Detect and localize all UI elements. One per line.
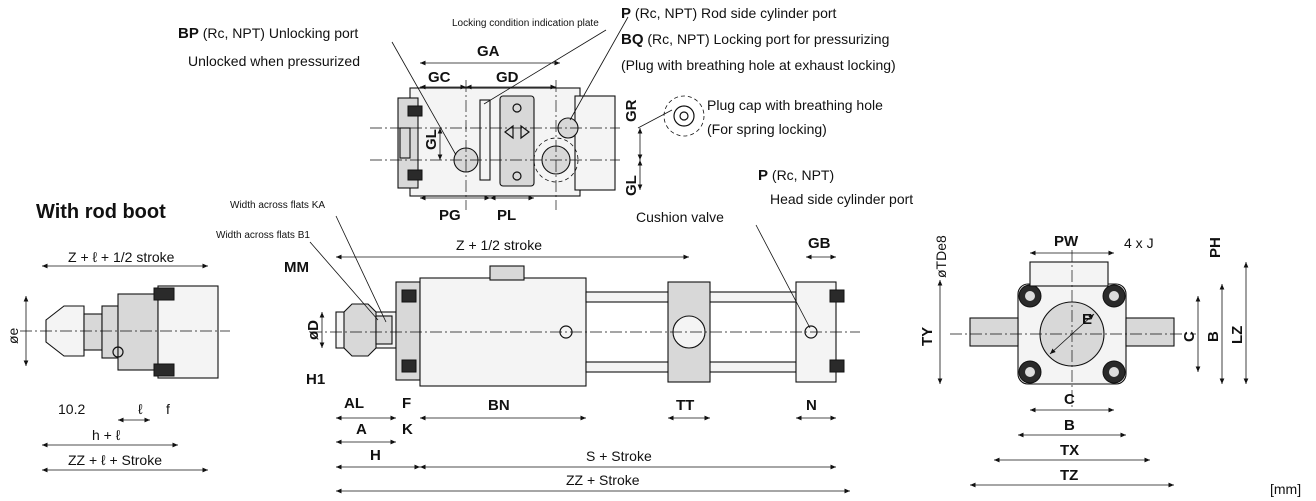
dim-pl: PL (497, 207, 516, 224)
dimension-lines (23, 16, 1249, 494)
dim-zz-stroke: ZZ + Stroke (566, 472, 640, 488)
waf-b1-label: Width across flats B1 (216, 230, 310, 241)
dim-gl-top: GL (423, 129, 440, 150)
rod-boot-view (20, 285, 230, 379)
dim-z-half: Z + 1/2 stroke (456, 237, 542, 253)
dim-tx: TX (1060, 442, 1079, 459)
dim-hl: h + ℓ (92, 427, 121, 443)
dim-gb: GB (808, 235, 831, 252)
dim-oe: øe (5, 327, 21, 344)
dim-k: K (402, 421, 413, 438)
plug-cap-label: Plug cap with breathing hole (707, 97, 883, 113)
lock-unit-detail (370, 80, 705, 210)
dim-lz: LZ (1229, 326, 1246, 344)
dim-ty: TY (919, 327, 936, 346)
dim-gl-bot: GL (623, 175, 640, 196)
dim-z-boot: Z + ℓ + 1/2 stroke (68, 249, 175, 265)
dim-s-stroke: S + Stroke (586, 448, 652, 464)
cylinder-side-view (310, 265, 860, 387)
p-rod-port-label: P (Rc, NPT) Rod side cylinder port (621, 5, 837, 22)
locking-plate-label: Locking condition indication plate (452, 18, 599, 29)
dim-pw: PW (1054, 233, 1079, 250)
cylinder-end-view (950, 250, 1196, 410)
dim-10-2: 10.2 (58, 401, 85, 417)
waf-ka-label: Width across flats KA (230, 200, 325, 211)
dim-gc: GC (428, 69, 451, 86)
p-head-port-label: P (Rc, NPT) (758, 167, 834, 184)
dim-od: øD (305, 320, 322, 340)
cushion-valve-label: Cushion valve (636, 209, 724, 225)
dim-tz: TZ (1060, 467, 1078, 484)
unit-label: [mm] (1270, 481, 1301, 497)
dim-zz-boot: ZZ + ℓ + Stroke (68, 452, 162, 468)
unlocked-label: Unlocked when pressurized (188, 53, 360, 69)
dim-b-horiz: B (1064, 417, 1075, 434)
dim-b-vert: B (1205, 331, 1222, 342)
dim-l: ℓ (138, 401, 143, 417)
with-rod-boot-heading: With rod boot (36, 201, 166, 223)
dim-mm: MM (284, 259, 309, 276)
dim-e: E (1082, 311, 1092, 328)
dim-4xj: 4 x J (1124, 235, 1154, 251)
dim-h: H (370, 447, 381, 464)
dim-pg: PG (439, 207, 461, 224)
dim-c-horiz: C (1064, 391, 1075, 408)
dim-td: øTDe8 (933, 235, 949, 278)
bp-port-label: BP (Rc, NPT) Unlocking port (178, 25, 358, 42)
dim-h1: H1 (306, 371, 325, 388)
spring-locking-label: (For spring locking) (707, 121, 827, 137)
plug-breathing-label: (Plug with breathing hole at exhaust loc… (621, 57, 896, 73)
bq-port-label: BQ (Rc, NPT) Locking port for pressurizi… (621, 31, 889, 48)
dim-ph: PH (1207, 237, 1224, 258)
dim-f: f (166, 401, 170, 417)
dim-c-vert: C (1181, 331, 1198, 342)
dim-gr: GR (623, 99, 640, 122)
head-port-label: Head side cylinder port (770, 191, 913, 207)
dim-a: A (356, 421, 367, 438)
dim-n: N (806, 397, 817, 414)
dim-ga: GA (477, 43, 500, 60)
dim-bn: BN (488, 397, 510, 414)
dim-tt: TT (676, 397, 694, 414)
dim-f-main: F (402, 395, 411, 412)
dim-al: AL (344, 395, 364, 412)
dim-gd: GD (496, 69, 519, 86)
